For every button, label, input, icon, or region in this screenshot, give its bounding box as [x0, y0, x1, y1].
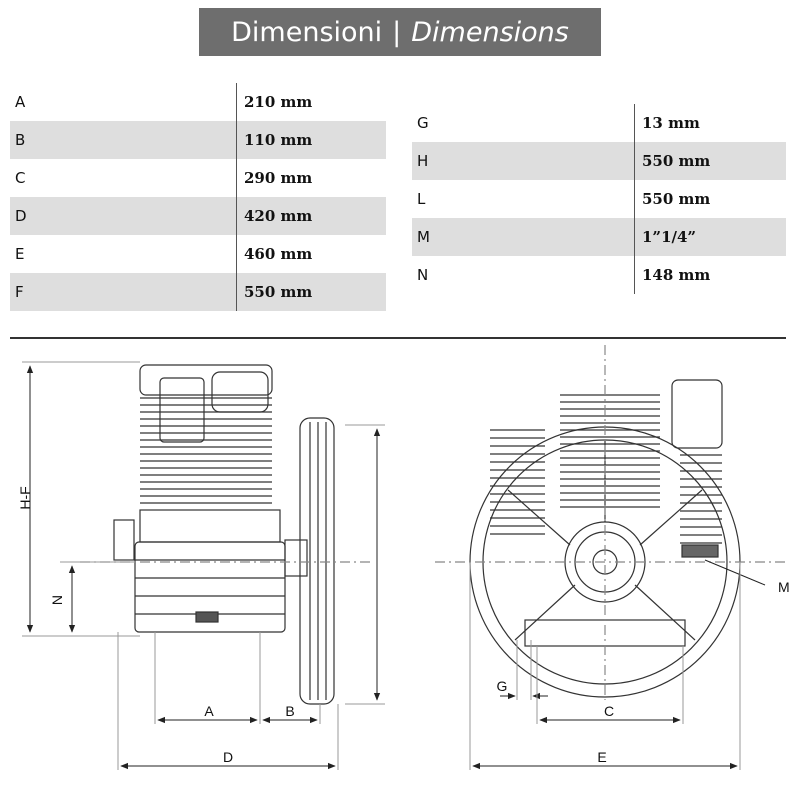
cylinder-base: [139, 509, 281, 543]
dimension-row: G 13 mm: [412, 104, 786, 142]
side-plug: [113, 519, 135, 561]
dimension-value: 550 mm: [634, 180, 786, 218]
dimension-row: L 550 mm: [412, 180, 786, 218]
dimension-key: B: [10, 121, 237, 159]
label-n: N: [49, 595, 65, 605]
dimension-key: G: [417, 114, 429, 132]
dimension-row: A 210 mm: [10, 83, 386, 121]
dimension-value: 550 mm: [236, 273, 386, 311]
valve-cover: [159, 377, 205, 443]
page-title: Dimensioni | Dimensions: [199, 8, 601, 56]
title-italian: Dimensioni: [231, 16, 383, 48]
cylinder-fins: [140, 397, 272, 504]
dimension-value: 13 mm: [634, 104, 786, 142]
label-m: M: [778, 579, 790, 595]
dimension-key: M: [412, 218, 635, 256]
side-view: [80, 364, 370, 705]
front-fins: [490, 394, 722, 544]
label-d: D: [223, 749, 233, 765]
label-c: C: [604, 703, 614, 719]
intake-box: [671, 379, 723, 449]
dimension-key: D: [10, 197, 237, 235]
dimension-row: C 290 mm: [10, 159, 386, 197]
dimension-row: E 460 mm: [10, 235, 386, 273]
dimension-key: N: [417, 266, 429, 284]
dimension-value: 210 mm: [236, 83, 386, 121]
dimension-value: 550 mm: [634, 142, 786, 180]
label-g: G: [497, 678, 508, 694]
title-separator: |: [392, 16, 402, 48]
dimension-value: 420 mm: [236, 197, 386, 235]
section-divider: [10, 337, 786, 339]
dimension-key: C: [15, 169, 26, 187]
dimension-key: A: [15, 93, 26, 111]
dimension-key: F: [10, 273, 237, 311]
dimension-key: L: [417, 190, 426, 208]
dimension-value: 460 mm: [236, 235, 386, 273]
dimension-key: E: [15, 245, 25, 263]
dimension-value: 290 mm: [236, 159, 386, 197]
dimension-row: N 148 mm: [412, 256, 786, 294]
label-b: B: [285, 703, 294, 719]
cylinder-head: [139, 364, 273, 396]
pulley: [299, 417, 335, 705]
title-english: Dimensions: [411, 16, 569, 48]
dimension-value: 1”1/4”: [634, 218, 786, 256]
label-a: A: [204, 703, 214, 719]
label-hf: H-F: [17, 486, 33, 509]
front-dimensions: [469, 559, 766, 770]
side-dimensions: [22, 361, 385, 770]
dimension-value: 148 mm: [634, 256, 786, 294]
front-view: [435, 345, 785, 700]
dimension-value: 110 mm: [236, 121, 386, 159]
dimension-key: H: [412, 142, 635, 180]
label-e: E: [597, 749, 606, 765]
